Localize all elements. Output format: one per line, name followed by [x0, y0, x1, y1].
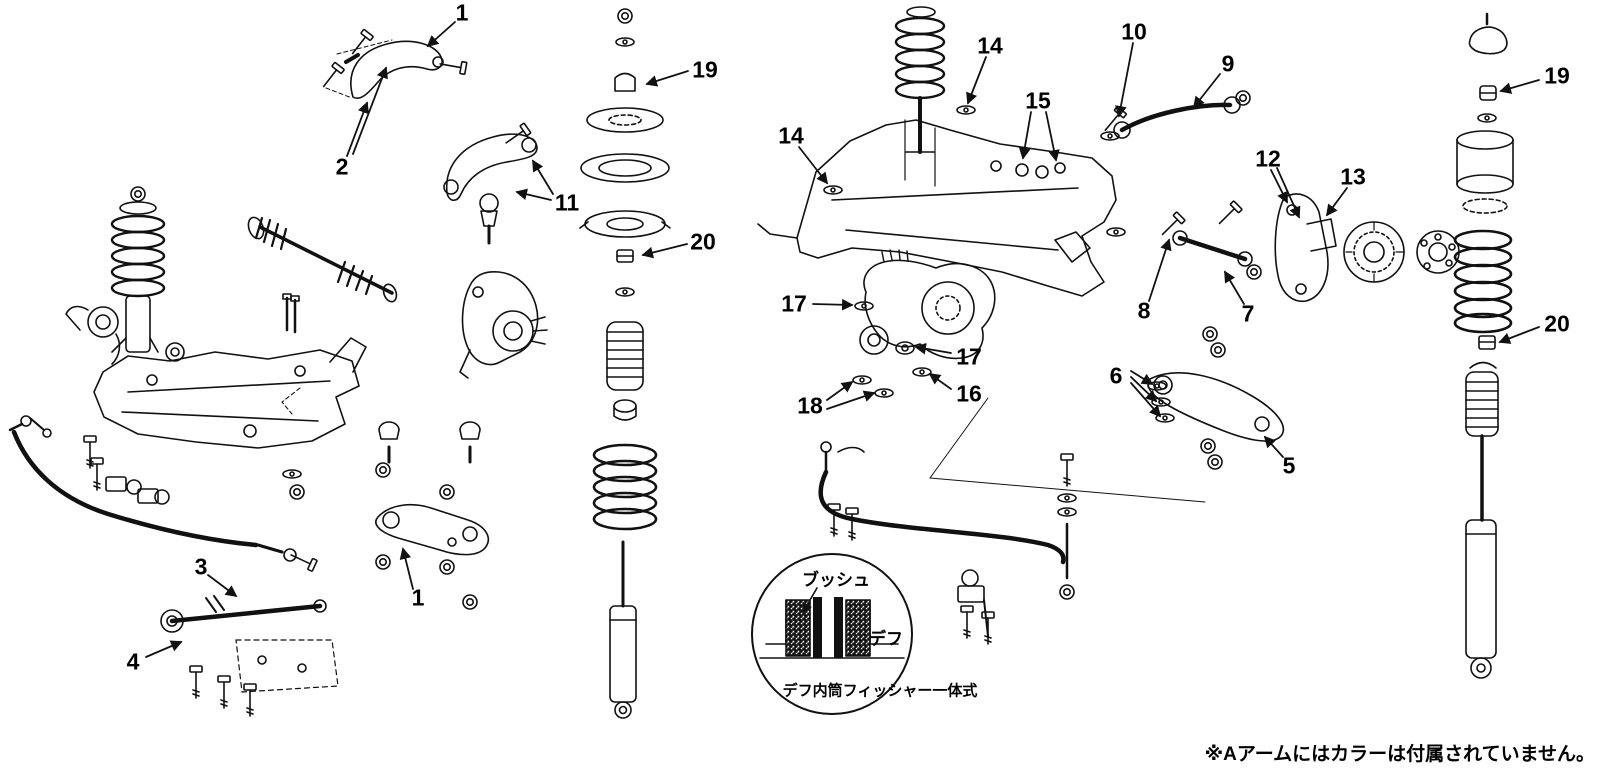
callout-14-left: 14 — [778, 122, 804, 149]
drive-axle — [247, 216, 398, 303]
footnote: ※Aアームにはカラーは付属されていません。 — [1204, 744, 1595, 765]
front-lower-arm — [375, 462, 490, 610]
rear-hub — [1416, 230, 1460, 274]
callout-10: 10 — [1121, 18, 1147, 45]
stud-bolts — [282, 293, 300, 334]
callout-13: 13 — [1340, 163, 1366, 190]
callout-2: 2 — [335, 153, 349, 180]
brake-rotor — [1343, 221, 1405, 283]
callout-1-front-lower-arm: 1 — [411, 584, 425, 611]
front-upper-arm-2 — [443, 122, 538, 245]
rear-lower-arm — [1147, 372, 1285, 470]
callout-15: 15 — [1025, 87, 1051, 114]
callout-6: 6 — [1109, 362, 1123, 389]
callout-4: 4 — [126, 648, 140, 675]
callout-19-right: 19 — [1544, 62, 1570, 89]
callout-20-right: 20 — [1544, 310, 1570, 337]
ball-joint-pair — [378, 421, 481, 464]
shock-absorber-column-left — [579, 8, 671, 719]
callout-14-top: 14 — [977, 32, 1003, 59]
callout-17-right: 17 — [956, 343, 982, 370]
callout-18: 18 — [797, 392, 823, 419]
link-hardware-stack — [929, 397, 1206, 600]
callout-11: 11 — [554, 189, 580, 216]
front-stabilizer-bar — [8, 415, 319, 573]
callout-19-left: 19 — [692, 56, 718, 83]
callout-16: 16 — [956, 380, 982, 407]
differential — [852, 249, 996, 398]
callout-5: 5 — [1282, 452, 1296, 479]
callout-7: 7 — [1241, 300, 1255, 327]
callout-9: 9 — [1221, 50, 1235, 77]
rear-strut-top — [894, 6, 946, 154]
callout-20-left: 20 — [690, 228, 716, 255]
callout-3: 3 — [194, 553, 208, 580]
rear-subframe — [757, 105, 1126, 297]
inset-caption: デフ内筒フィッシャー一体式 — [782, 682, 978, 700]
front-strut-assembly — [110, 186, 166, 353]
callout-12: 12 — [1255, 145, 1281, 172]
rear-camber-link — [1157, 200, 1262, 358]
rear-knuckle — [1274, 193, 1337, 303]
front-knuckle-hub — [459, 270, 548, 379]
inset-diff-label: デフ — [869, 629, 903, 649]
front-knuckle-left — [65, 305, 185, 365]
callout-1-front-upper-arm: 1 — [455, 0, 469, 26]
callout-8: 8 — [1137, 297, 1151, 324]
front-upper-arm — [318, 28, 468, 99]
front-subframe — [93, 337, 367, 449]
callout-arrows — [145, 21, 1540, 658]
diff-bushing-inset — [751, 553, 913, 715]
inset-bush-label: ブッシュ — [802, 570, 870, 590]
rear-stabilizer-bar — [818, 441, 1066, 645]
callout-17-left: 17 — [781, 290, 807, 317]
shock-absorber-column-right — [1453, 12, 1514, 679]
rear-upper-link — [1099, 90, 1251, 141]
tension-rod — [160, 595, 339, 717]
